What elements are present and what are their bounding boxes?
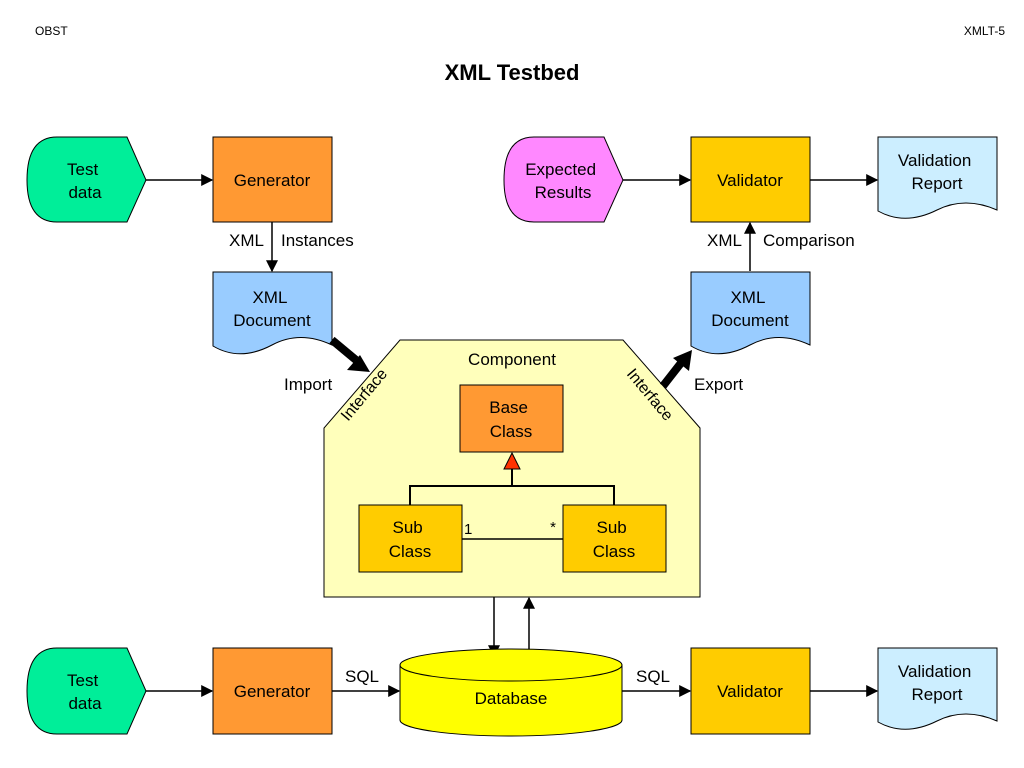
base-class: Base Class [459,384,564,453]
svg-text:XML Document: XML Document [711,288,789,330]
svg-text:XML Document: XML Document [233,288,311,330]
svg-text:Validation Report: Validation Report [898,151,976,193]
expected-results-shape [503,136,624,223]
page-title: XML Testbed [445,60,580,85]
base-class-line2: Class [490,422,533,441]
generator-top-label: Generator [234,171,311,190]
sub-class-right-line1: Sub [597,518,627,537]
header-right: XMLT-5 [964,24,1005,38]
validator-bottom-box [690,647,811,735]
test-data-top-shape [26,136,147,223]
validator-bottom: Validator [690,647,811,735]
import-arrow [329,336,359,364]
expected-results: Expected Results [503,136,624,223]
svg-text:Base Class: Base Class [489,398,532,441]
base-class-line1: Base [489,398,528,417]
validator-top-box [690,136,811,223]
xml-document-right-shape [690,271,811,355]
edge-label-xml-top-right: XML [707,231,742,250]
multiplicity-right: * [550,519,556,536]
generator-bottom: Generator [212,647,333,735]
xml-document-left-line2: Document [233,311,311,330]
svg-text:Test data: Test data [67,160,103,202]
xml-document-left-line1: XML [252,288,287,307]
sub-class-left-box [358,504,463,573]
generator-top: Generator [212,136,333,223]
validation-report-top-line1: Validation [898,151,971,170]
test-data-bottom-line2: data [68,694,102,713]
validation-report-bottom: Validation Report [877,647,998,730]
xml-document-right-line2: Document [711,311,789,330]
validation-report-bottom-line1: Validation [898,662,971,681]
edge-label-xml-top-left: XML [229,231,264,250]
import-label: Import [284,375,332,394]
validation-report-top-line2: Report [911,174,962,193]
sql-label-right: SQL [636,667,670,686]
inheritance-triangle [503,451,521,470]
svg-text:Test data: Test data [67,671,103,713]
export-arrow [659,360,685,389]
xml-document-right-line1: XML [730,288,765,307]
sub-class-left-line2: Class [389,542,432,561]
header-left: OBST [35,24,68,38]
validator-top-label: Validator [717,171,783,190]
multiplicity-left: 1 [464,521,472,538]
database-label: Database [475,689,548,708]
component: Component Interface Interface Base Class… [323,339,701,598]
test-data-top-line2: data [68,183,102,202]
edge-label-comparison: Comparison [763,231,855,250]
test-data-top-line1: Test [67,160,98,179]
validation-report-top-shape [877,136,998,219]
xml-document-left-shape [212,271,333,355]
validator-top: Validator [690,136,811,223]
sub-class-right: Sub Class [562,504,667,573]
generator-top-box [212,136,333,223]
validator-bottom-label: Validator [717,682,783,701]
generator-bottom-label: Generator [234,682,311,701]
svg-text:Sub Class: Sub Class [593,518,636,561]
svg-text:Validation Report: Validation Report [898,662,976,704]
expected-results-line1: Expected [525,160,596,179]
validation-report-bottom-shape [877,647,998,730]
export-label: Export [694,375,743,394]
sub-class-right-box [562,504,667,573]
svg-text:Expected Results: Expected Results [525,160,601,202]
edge-label-instances: Instances [281,231,354,250]
import-arrow-head [347,355,370,372]
database: Database [399,648,623,737]
inheritance-connector [409,469,615,505]
export-arrow-head [673,350,692,371]
expected-results-line2: Results [535,183,592,202]
database-body [399,665,623,737]
base-class-box [459,384,564,453]
xml-document-left: XML Document [212,271,333,355]
svg-text:Sub Class: Sub Class [389,518,432,561]
sub-class-left-line1: Sub [393,518,423,537]
test-data-bottom-shape [26,647,147,735]
test-data-bottom: Test data [26,647,147,735]
sql-label-left: SQL [345,667,379,686]
sub-class-right-line2: Class [593,542,636,561]
validation-report-bottom-line2: Report [911,685,962,704]
generator-bottom-box [212,647,333,735]
sub-class-left: Sub Class [358,504,463,573]
test-data-bottom-line1: Test [67,671,98,690]
test-data-top: Test data [26,136,147,223]
database-top [399,648,623,682]
xml-document-right: XML Document [690,271,811,355]
validation-report-top: Validation Report [877,136,998,219]
component-title: Component [468,350,556,369]
